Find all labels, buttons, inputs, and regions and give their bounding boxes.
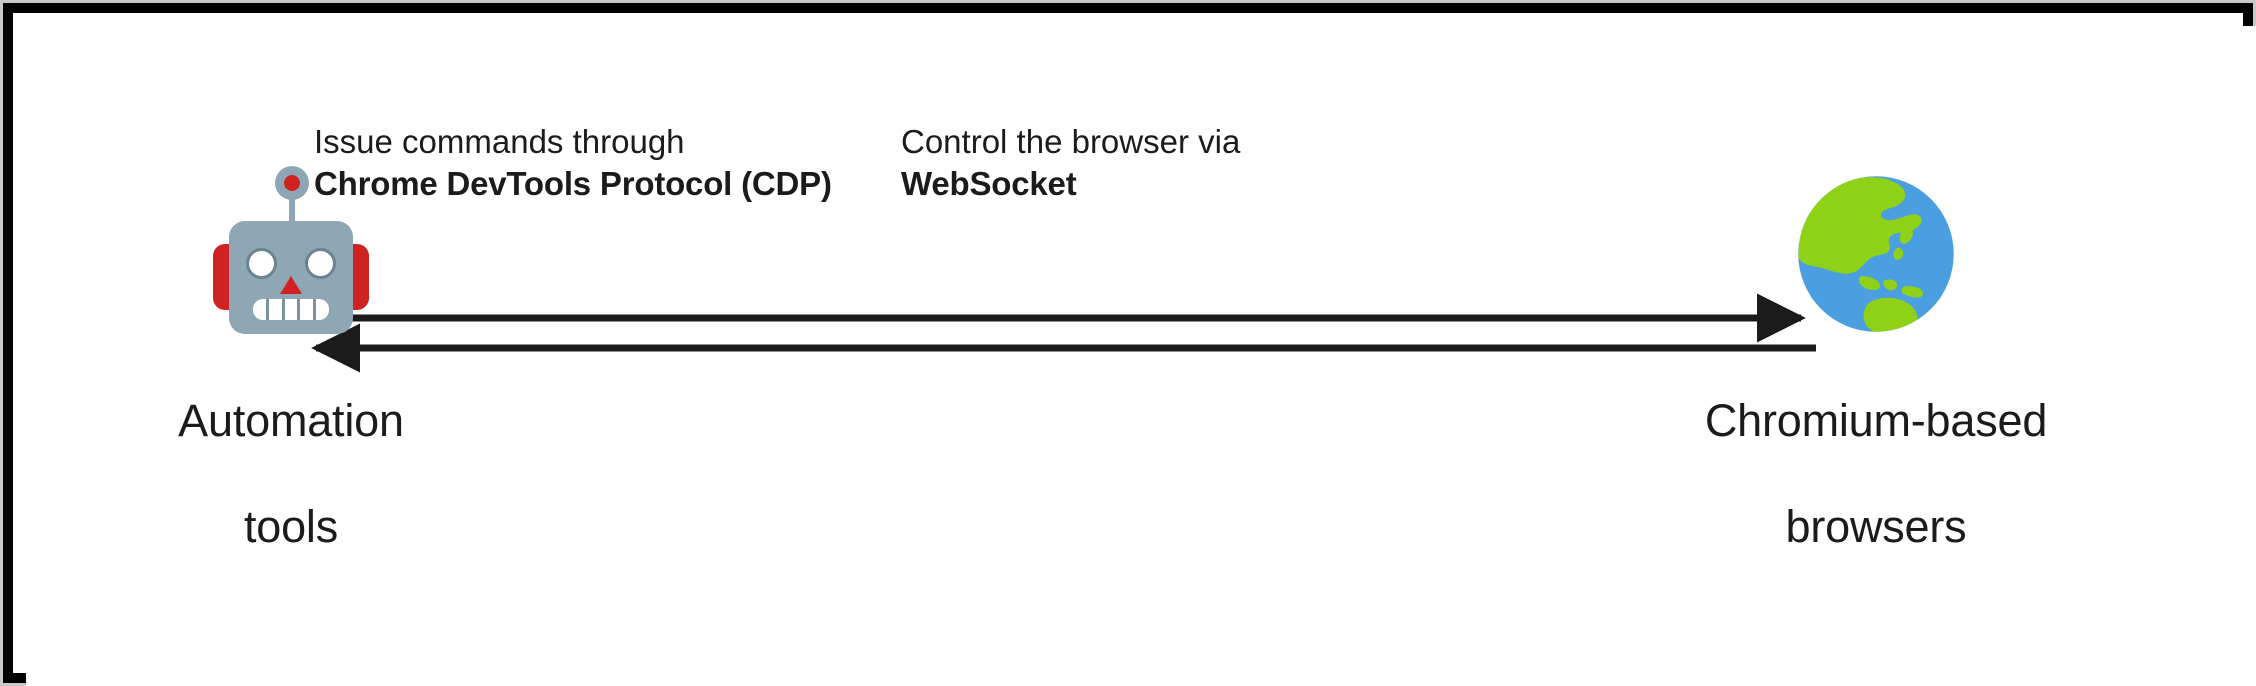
node-chromium-browsers-caption-line2: browsers: [1785, 501, 1967, 553]
node-automation-tools: Automation tools: [96, 166, 486, 606]
robot-nose: [280, 276, 302, 294]
node-chromium-browsers-caption: Chromium-based browsers: [1556, 341, 2196, 606]
robot-antenna-dot: [284, 175, 300, 191]
node-automation-tools-caption: Automation tools: [96, 341, 486, 606]
node-automation-tools-caption-line1: Automation: [178, 395, 404, 447]
edge-label-websocket: Control the browser via WebSocket: [901, 121, 1240, 205]
node-automation-tools-caption-line2: tools: [243, 501, 339, 553]
robot-head: [229, 221, 353, 334]
robot-mouth: [253, 299, 329, 320]
robot-eye-right: [305, 248, 336, 279]
edge-label-cdp: Issue commands through Chrome DevTools P…: [314, 121, 832, 205]
diagram-canvas: Issue commands through Chrome DevTools P…: [26, 26, 2256, 686]
node-chromium-browsers: Chromium-based browsers: [1556, 166, 2196, 606]
globe-icon-wrap: [1556, 166, 2196, 341]
globe-icon: [1798, 175, 1954, 332]
edge-label-cdp-line2: Chrome DevTools Protocol (CDP): [314, 165, 832, 203]
edge-label-cdp-line1: Issue commands through: [314, 123, 685, 160]
edge-label-websocket-line1: Control the browser via: [901, 123, 1241, 160]
globe-landmasses: [1798, 176, 1944, 332]
node-chromium-browsers-caption-line1: Chromium-based: [1704, 395, 2048, 447]
robot-icon-wrap: [96, 166, 486, 341]
robot-antenna-stem: [289, 186, 295, 226]
robot-icon: [211, 166, 371, 341]
edge-label-websocket-line2: WebSocket: [901, 165, 1077, 203]
robot-eye-left: [246, 248, 277, 279]
diagram-border: Issue commands through Chrome DevTools P…: [3, 3, 2256, 686]
